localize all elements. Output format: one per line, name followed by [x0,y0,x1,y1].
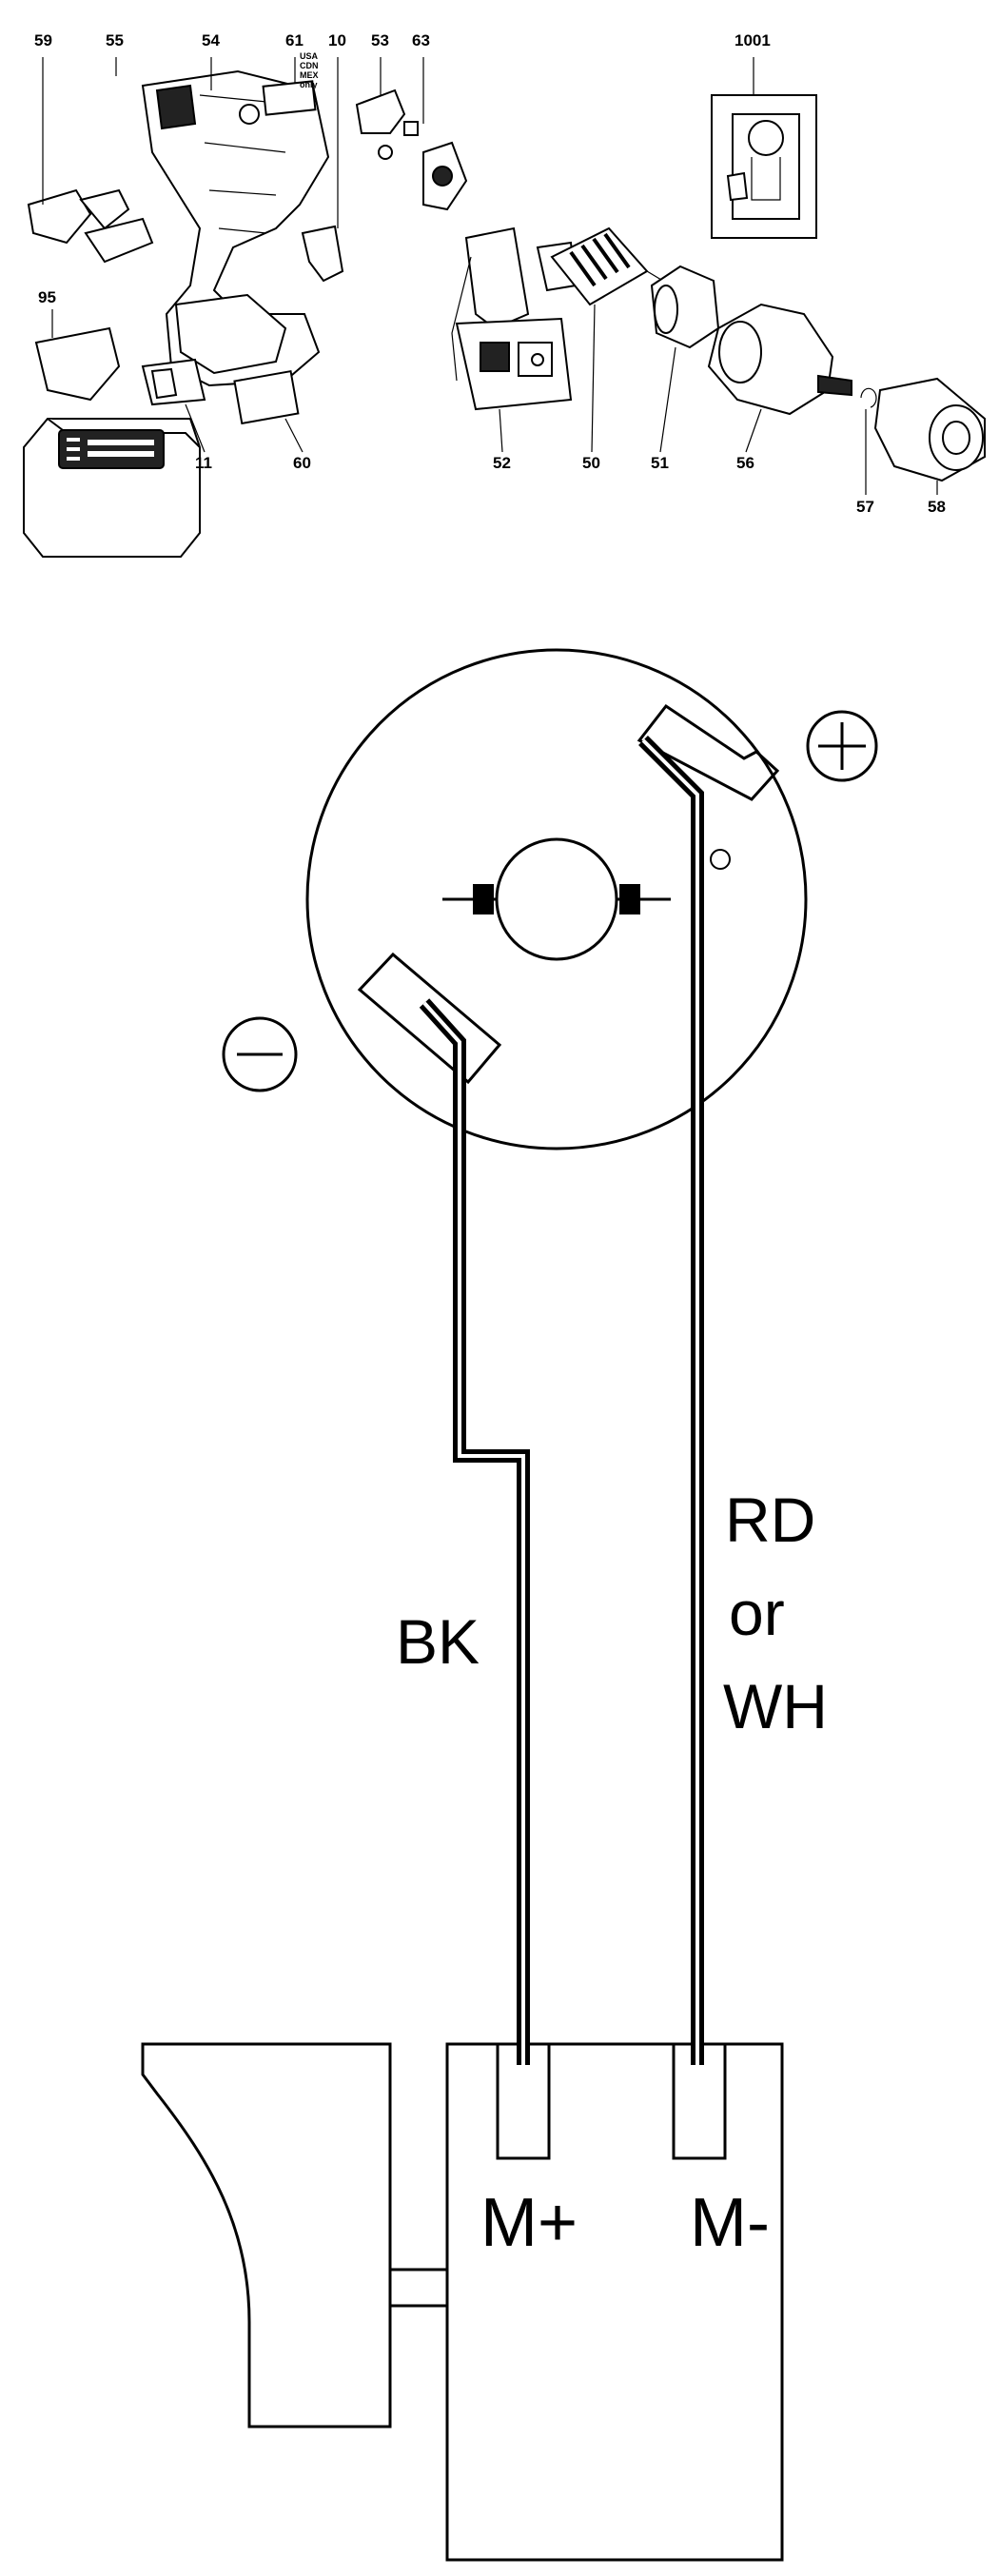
cover-plate [34,326,121,402]
part-53 [355,88,406,134]
callout-63: 63 [412,31,430,49]
note-line-usa: USA [300,51,319,61]
wire-label-rd-or-wh: RD or WH [723,1485,828,1741]
callout-58: 58 [928,498,946,516]
part-63 [378,121,419,160]
motor-symbol [442,837,671,961]
terminal-block-m-plus [496,2042,551,2160]
terminal-connector-negative [357,952,502,1085]
exploded-parts-view: 59 55 54 61 10 53 63 1001 95 11 60 52 50… [23,31,986,558]
note-line-cdn: CDN [300,61,319,70]
brush-plate [422,141,468,211]
positive-symbol [806,710,878,782]
wiring-schematic: BK RD or WH M+ M- [141,648,878,2562]
gearbox-56 [707,303,852,416]
callout-50: 50 [582,454,600,472]
wire-red-or-white [638,736,704,2060]
callout-54: 54 [202,31,220,49]
callout-numbers: 59 55 54 61 10 53 63 1001 95 11 60 52 50… [34,31,946,516]
callout-51: 51 [651,454,669,472]
housing-half [141,69,330,387]
callout-95: 95 [38,288,56,306]
callout-leaders [42,57,938,495]
note-line-only: only [300,80,318,89]
terminal-label-m-plus: M+ [480,2185,578,2261]
battery-pack [23,418,201,558]
wire-label-rd: RD [725,1485,815,1555]
electronics-switch-assembly [451,226,578,411]
wire-black-bk [419,998,530,2060]
switch-cap [141,358,206,406]
mounting-hole-marker [710,849,731,870]
terminal-connector-positive [637,703,780,801]
negative-symbol [222,1016,298,1092]
callout-61: 61 [285,31,304,49]
wire-label-wh: WH [723,1671,828,1741]
callout-1001: 1001 [735,31,771,49]
callout-53: 53 [371,31,389,49]
note-line-mex: MEX [300,70,319,80]
wire-label-bk: BK [396,1606,480,1677]
label-sheet-61 [262,80,317,116]
clip-10 [301,225,344,283]
callout-10: 10 [328,31,346,49]
callout-59: 59 [34,31,52,49]
front-housing-58 [873,377,986,482]
terminal-label-m-minus: M- [690,2185,770,2261]
callout-55: 55 [106,31,124,49]
belt-clip [27,188,154,264]
trigger [141,2042,392,2429]
callout-57: 57 [856,498,874,516]
wire-label-or: or [729,1578,785,1648]
callout-60: 60 [293,454,311,472]
note-61-usa-cdn-mex: USA CDN MEX only [300,51,319,89]
callout-11: 11 [195,454,212,472]
motor-housing-circle [305,648,808,1150]
detail-box-1001 [711,94,817,239]
retaining-ring-57 [860,387,877,408]
callout-52: 52 [493,454,511,472]
magnet-ring-51 [650,265,720,349]
trigger-shaft [388,2268,449,2308]
callout-56: 56 [736,454,754,472]
armature-50 [550,226,672,306]
label-sheet-60 [233,369,300,425]
